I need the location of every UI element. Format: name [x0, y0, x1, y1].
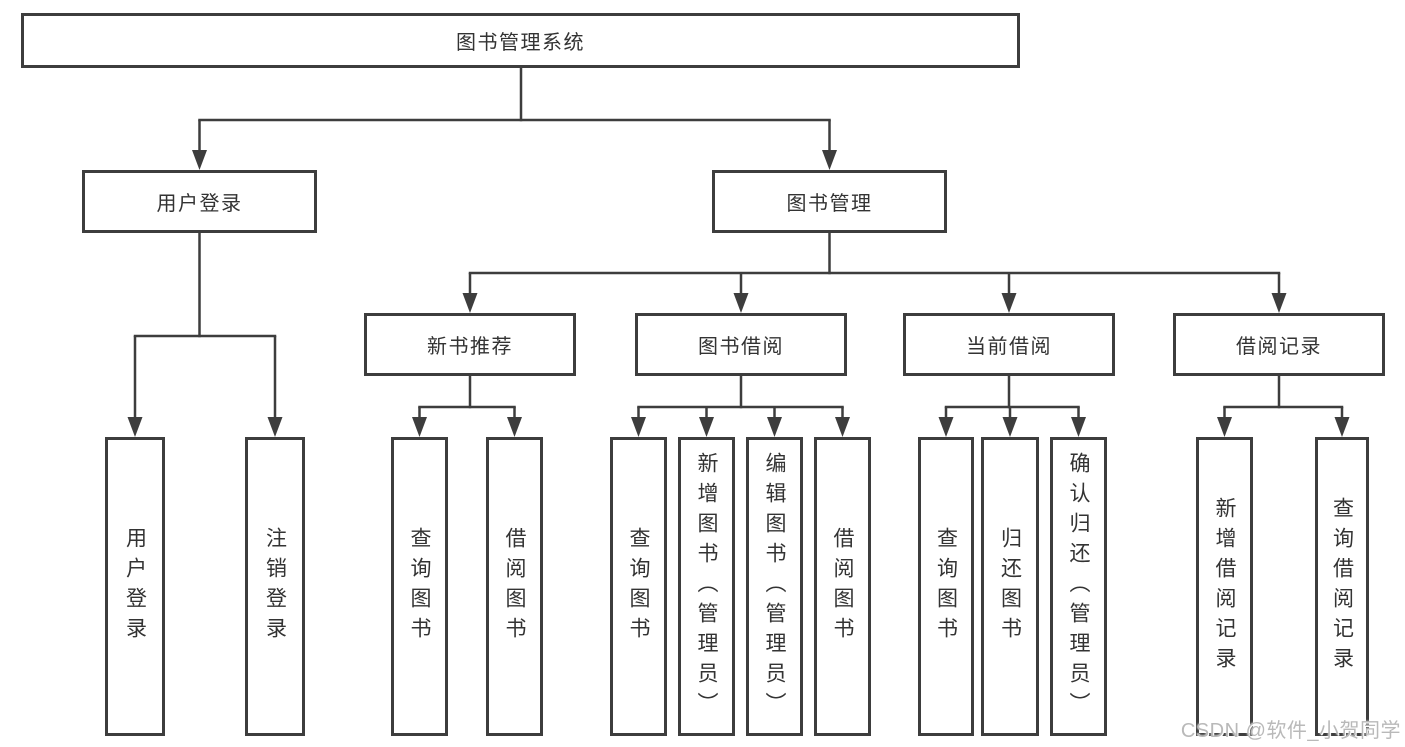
leaf-add-borrow-record-label: 新增借阅记录 — [1213, 496, 1236, 677]
leaf-query-books-1-label: 查询图书 — [408, 526, 431, 647]
node-user-login: 用户登录 — [82, 170, 317, 233]
leaf-query-books-2-label: 查询图书 — [627, 526, 650, 647]
node-borrow-record: 借阅记录 — [1173, 313, 1385, 376]
leaf-query-books-2: 查询图书 — [610, 437, 667, 736]
node-new-book-recommend: 新书推荐 — [364, 313, 576, 376]
csdn-watermark: CSDN @软件_小贺同学 — [1180, 720, 1401, 742]
node-user-login-label: 用户登录 — [156, 193, 243, 215]
leaf-borrow-books-2: 借阅图书 — [814, 437, 871, 736]
leaf-user-login-label: 用户登录 — [123, 526, 147, 647]
leaf-query-books-1: 查询图书 — [391, 437, 448, 736]
leaf-query-borrow-record-label: 查询借阅记录 — [1330, 496, 1354, 677]
node-root: 图书管理系统 — [21, 13, 1020, 68]
leaf-add-books-admin-label: 新增图书（管理员） — [695, 451, 718, 722]
leaf-edit-books-admin: 编辑图书（管理员） — [746, 437, 803, 736]
leaf-add-borrow-record: 新增借阅记录 — [1196, 437, 1253, 736]
node-borrow-record-label: 借阅记录 — [1236, 336, 1322, 358]
node-current-borrow-label: 当前借阅 — [966, 336, 1052, 358]
leaf-logout: 注销登录 — [245, 437, 305, 736]
leaf-return-books: 归还图书 — [981, 437, 1039, 736]
node-book-borrow: 图书借阅 — [635, 313, 847, 376]
leaf-confirm-return-admin: 确认归还（管理员） — [1050, 437, 1107, 736]
leaf-return-books-label: 归还图书 — [998, 526, 1022, 647]
node-book-borrow-label: 图书借阅 — [698, 336, 784, 358]
leaf-borrow-books-1-label: 借阅图书 — [503, 526, 526, 647]
node-book-management: 图书管理 — [712, 170, 947, 233]
leaf-borrow-books-2-label: 借阅图书 — [831, 526, 854, 647]
node-new-book-recommend-label: 新书推荐 — [427, 336, 513, 358]
leaf-query-borrow-record: 查询借阅记录 — [1315, 437, 1369, 736]
leaf-add-books-admin: 新增图书（管理员） — [678, 437, 735, 736]
leaf-confirm-return-admin-label: 确认归还（管理员） — [1067, 451, 1090, 722]
leaf-user-login: 用户登录 — [105, 437, 165, 736]
leaf-query-books-3: 查询图书 — [918, 437, 974, 736]
leaf-query-books-3-label: 查询图书 — [934, 526, 958, 647]
node-root-label: 图书管理系统 — [456, 32, 585, 54]
leaf-logout-label: 注销登录 — [263, 526, 287, 647]
node-current-borrow: 当前借阅 — [903, 313, 1115, 376]
leaf-edit-books-admin-label: 编辑图书（管理员） — [763, 451, 786, 722]
leaf-borrow-books-1: 借阅图书 — [486, 437, 543, 736]
node-book-management-label: 图书管理 — [786, 193, 873, 215]
